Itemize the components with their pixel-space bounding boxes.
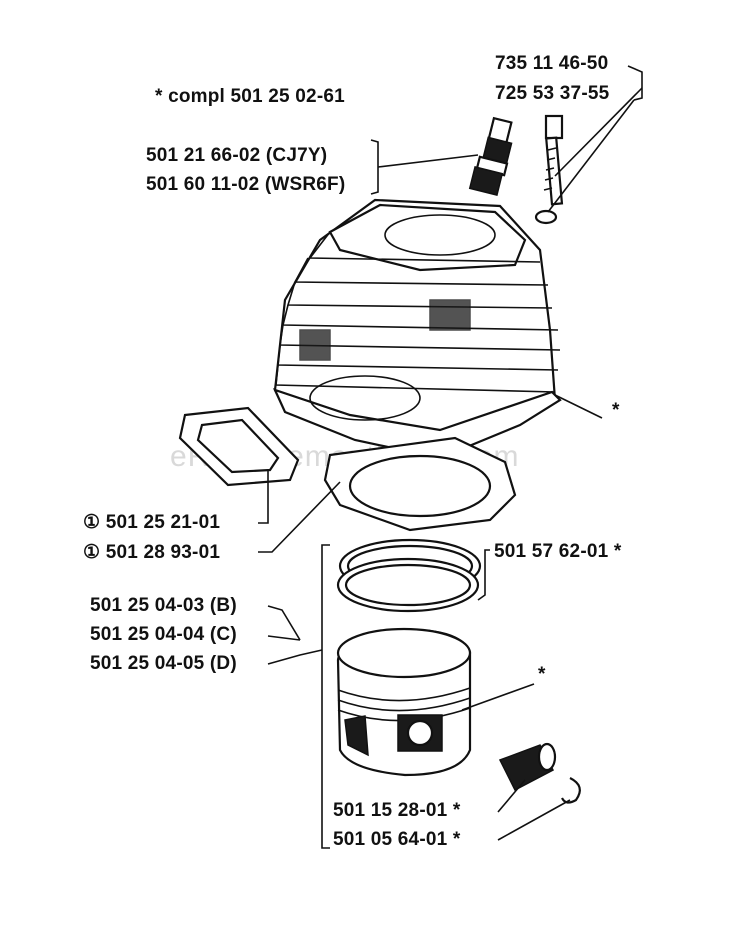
piston-asterisk: * — [538, 664, 546, 685]
piston-rings — [336, 538, 482, 613]
bolt-label-b: 725 53 37-55 — [495, 83, 610, 104]
piston-label-c: 501 25 04-04 (C) — [90, 624, 237, 645]
bolt-washer — [534, 209, 558, 225]
cylinder-asterisk: * — [612, 400, 620, 421]
leader-lines — [258, 65, 643, 849]
complete-kit-label: * compl 501 25 02-61 — [155, 86, 345, 107]
circlip-label: 501 05 64-01 * — [333, 829, 461, 850]
needle-bearing-label: 501 15 28-01 * — [333, 800, 461, 821]
exhaust-gasket — [178, 406, 300, 487]
cylinder-bolt — [543, 114, 564, 206]
spark-plug-label-a: 501 21 66-02 (CJ7Y) — [146, 145, 328, 166]
spark-plug — [468, 116, 513, 196]
gasket-label-b: ① 501 28 93-01 — [83, 542, 221, 563]
spark-plug-label-b: 501 60 11-02 (WSR6F) — [146, 174, 346, 195]
piston-label-d: 501 25 04-05 (D) — [90, 653, 237, 674]
piston-label-b: 501 25 04-03 (B) — [90, 595, 237, 616]
circlip — [561, 777, 581, 804]
gasket-label-a: ① 501 25 21-01 — [83, 512, 221, 533]
bolt-label-a: 735 11 46-50 — [495, 53, 609, 74]
piston-rings-label: 501 57 62-01 * — [494, 541, 622, 562]
cylinder — [272, 198, 562, 460]
needle-bearing — [498, 742, 557, 792]
base-gasket — [323, 436, 517, 532]
piston — [336, 627, 472, 777]
